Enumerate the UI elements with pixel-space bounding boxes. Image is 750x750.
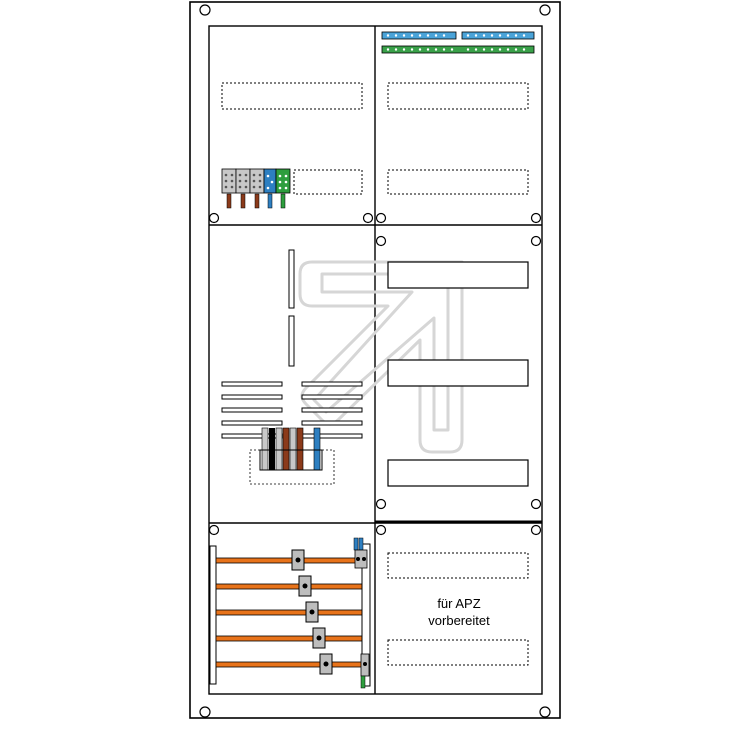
screw-icon: [530, 498, 542, 510]
screw-icon: [362, 212, 374, 224]
label-strip: [221, 82, 363, 110]
label-strip: [387, 169, 529, 195]
field-bottom-left: [208, 524, 371, 689]
busbar-end-support: [361, 543, 371, 687]
label-strip: [387, 552, 529, 579]
field-bottom-right: für APZ vorbereitet: [375, 524, 542, 666]
arrow-watermark-icon: [298, 260, 464, 454]
meter-terminals: [259, 427, 323, 471]
screw-icon: [199, 4, 211, 16]
label-strip: [387, 639, 529, 666]
screw-icon: [199, 706, 211, 718]
screw-icon: [375, 212, 387, 224]
enclosure-screws: [199, 4, 551, 718]
busbar: [215, 609, 367, 616]
apz-label-line1: für APZ: [437, 596, 480, 611]
terminal-blocks: [221, 168, 291, 209]
screw-icon: [375, 524, 387, 536]
busbar: [215, 635, 367, 642]
breaker-row: [387, 459, 529, 487]
field-middle-left: [221, 249, 363, 485]
pe-terminal-rail: [381, 45, 535, 54]
screw-icon: [539, 4, 551, 16]
screw-icon: [539, 706, 551, 718]
field-top-left: [208, 82, 374, 224]
screw-icon: [375, 235, 387, 247]
breaker-row: [387, 359, 529, 387]
label-strip: [293, 169, 363, 195]
apz-label-line2: vorbereitet: [428, 613, 490, 628]
screw-icon: [208, 212, 220, 224]
screw-icon: [208, 524, 220, 536]
n-terminal-rail: [381, 31, 535, 40]
field-middle-right: [375, 235, 542, 510]
label-strip: [387, 82, 529, 110]
screw-icon: [530, 235, 542, 247]
busbar: [215, 583, 367, 590]
busbar-support: [209, 545, 217, 685]
meter-bar: [288, 315, 295, 367]
screw-icon: [530, 212, 542, 224]
busbar: [215, 661, 367, 668]
screw-icon: [530, 524, 542, 536]
busbar: [215, 557, 367, 564]
breaker-row: [387, 261, 529, 289]
screw-icon: [375, 498, 387, 510]
meter-bar: [288, 249, 295, 309]
field-top-right: [375, 31, 542, 224]
